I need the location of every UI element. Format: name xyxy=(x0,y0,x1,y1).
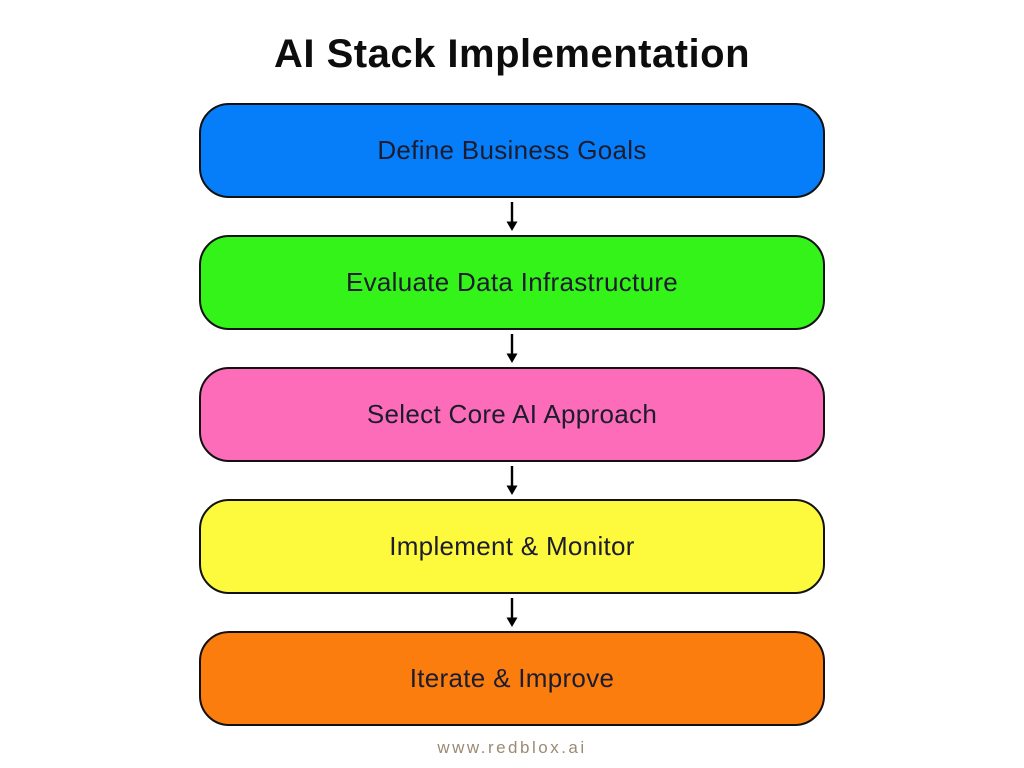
flow-step-label: Select Core AI Approach xyxy=(366,399,658,429)
flow-step-label: Implement & Monitor xyxy=(389,531,635,561)
down-arrow-icon xyxy=(503,594,521,631)
flow-step-label: Evaluate Data Infrastructure xyxy=(345,267,679,297)
down-arrow-icon xyxy=(503,330,521,367)
down-arrow-icon xyxy=(503,198,521,235)
flow-step-select-core-ai-approach: Select Core AI Approach xyxy=(199,367,825,462)
flow-diagram: Define Business Goals Evaluate Data Infr… xyxy=(199,103,825,726)
down-arrow-icon xyxy=(503,462,521,499)
flow-step-label: Define Business Goals xyxy=(377,135,647,165)
flow-step-implement-and-monitor: Implement & Monitor xyxy=(199,499,825,594)
flow-step-evaluate-data-infrastructure: Evaluate Data Infrastructure xyxy=(199,235,825,330)
flow-step-define-business-goals: Define Business Goals xyxy=(199,103,825,198)
footer-url: www.redblox.ai xyxy=(437,738,587,757)
flow-step-label: Iterate & Improve xyxy=(409,663,615,693)
page-title: AI Stack Implementation xyxy=(273,32,751,76)
flow-step-iterate-and-improve: Iterate & Improve xyxy=(199,631,825,726)
